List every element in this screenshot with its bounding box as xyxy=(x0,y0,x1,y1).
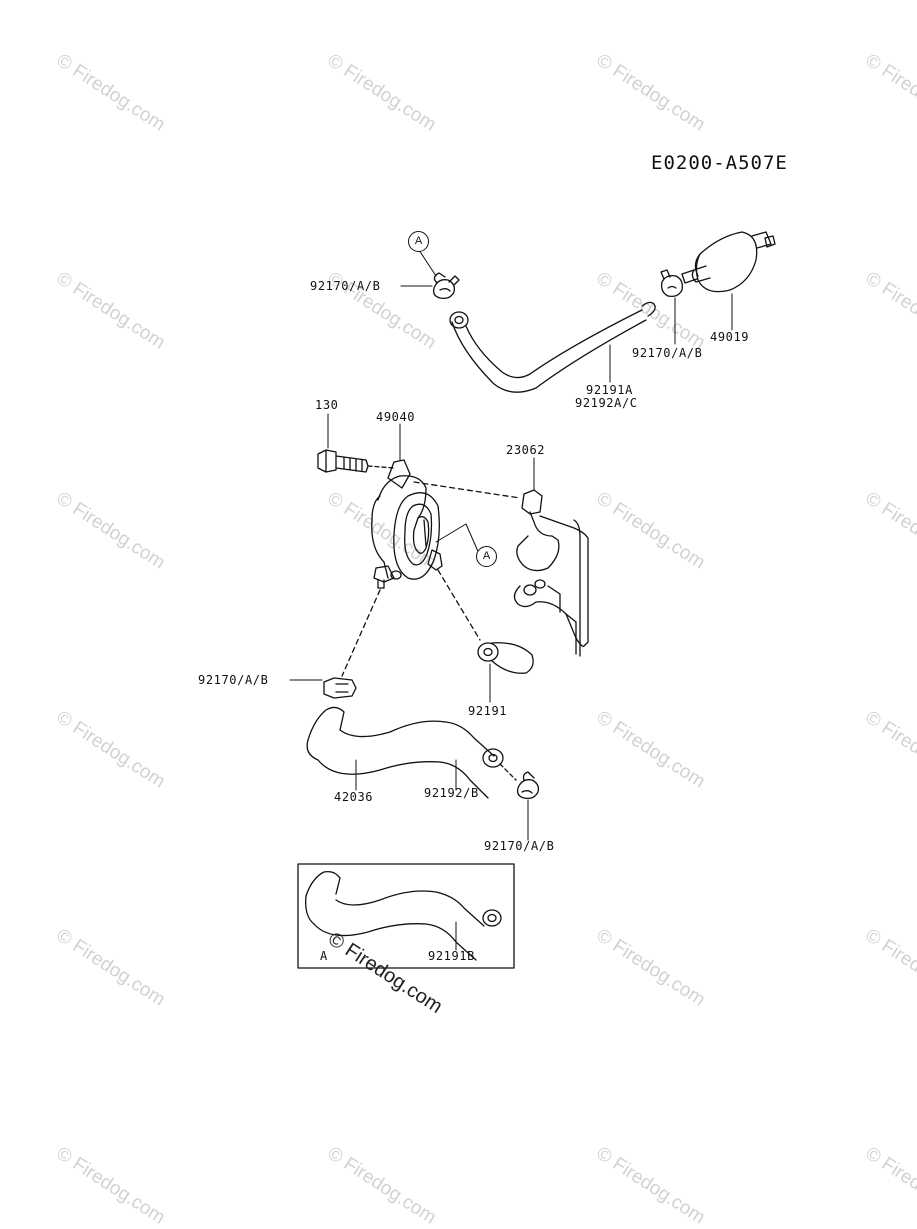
label-clamp-mid-left: 92170/A/B xyxy=(198,673,269,687)
callout-a-top: A xyxy=(408,231,429,252)
leader-lines-mid xyxy=(327,413,535,703)
fuel-hose-top xyxy=(449,301,656,393)
label-clamp-top-right: 92170/A/B xyxy=(632,346,703,360)
label-hose-lower-sub: 92192/B xyxy=(424,786,479,800)
label-filter: 49019 xyxy=(710,330,750,344)
hose-clamp-bottom xyxy=(499,763,540,800)
hose-clamp-mid-left xyxy=(323,677,357,699)
hose-92191b xyxy=(305,870,502,961)
fuel-filter xyxy=(681,231,776,293)
fuel-pump xyxy=(341,459,521,677)
bracket-23062 xyxy=(513,489,589,657)
leader-lines-lower xyxy=(289,679,529,841)
label-clamp-top-left: 92170/A/B xyxy=(310,279,381,293)
bolt-130 xyxy=(317,449,395,473)
label-hose-mid: 92191 xyxy=(468,704,508,718)
callout-a-pump: A xyxy=(476,546,497,567)
hose-clamp-top-right xyxy=(660,269,684,298)
label-hose-lower: 42036 xyxy=(334,790,374,804)
parts-diagram xyxy=(289,231,776,969)
label-inset-letter: A xyxy=(320,949,328,963)
inset-box xyxy=(297,863,515,969)
label-hose-top-1: 92191A xyxy=(586,383,633,397)
label-pump: 49040 xyxy=(376,410,416,424)
label-clamp-bottom: 92170/A/B xyxy=(484,839,555,853)
hose-42036 xyxy=(306,706,504,799)
diagram-code: E0200-A507E xyxy=(651,152,788,174)
leader-lines-top xyxy=(400,249,733,383)
hose-92191 xyxy=(477,642,534,674)
label-hose-top-2: 92192A/C xyxy=(575,396,638,410)
label-bracket: 23062 xyxy=(506,443,546,457)
label-bolt: 130 xyxy=(315,398,339,412)
label-inset-hose: 92191B xyxy=(428,949,475,963)
hose-clamp-top-left xyxy=(432,272,460,300)
